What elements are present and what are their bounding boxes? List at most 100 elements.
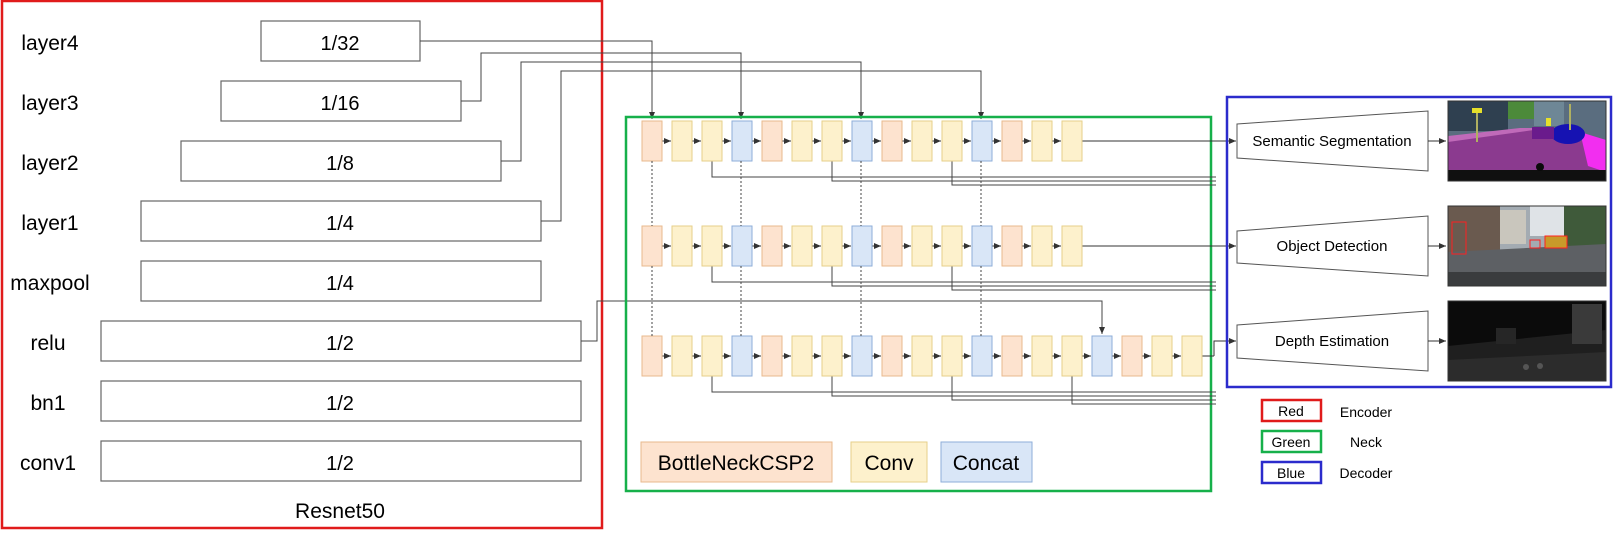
scale-box [140, 200, 542, 242]
head-trapezoid [1236, 215, 1429, 277]
bottleneck-block [1001, 120, 1023, 162]
concat-block [971, 225, 993, 267]
scale-box [100, 440, 582, 482]
scale-label: 1/2 [326, 333, 354, 355]
legend-row-decoder: Blue Decoder [1260, 460, 1393, 485]
conv-block [941, 225, 963, 267]
scale-box [100, 320, 582, 362]
conv-block [1031, 335, 1053, 377]
decoder-frame [1225, 95, 1613, 389]
layer-name: layer1 [21, 212, 78, 235]
scale-label: 1/4 [326, 273, 354, 295]
bottleneck-block [761, 120, 783, 162]
legend-concat-label: Concat [953, 452, 1020, 475]
swatch-meaning: Neck [1350, 434, 1383, 450]
conv-block [1151, 335, 1173, 377]
layer-name: layer3 [21, 92, 78, 115]
layer-name: bn1 [30, 392, 65, 415]
encoder-layer-conv1: conv1 1/2 [20, 440, 582, 482]
concat-block [851, 225, 873, 267]
swatch-meaning: Decoder [1340, 465, 1393, 481]
encoder-title: Resnet50 [295, 500, 385, 523]
scale-label: 1/2 [326, 393, 354, 415]
skip-layer3 [461, 52, 744, 119]
concat-block [851, 120, 873, 162]
conv-block [821, 335, 843, 377]
head-semantic-segmentation: Semantic Segmentation [1236, 110, 1429, 172]
legend-row-encoder: Red Encoder [1260, 398, 1392, 423]
head-label: Depth Estimation [1275, 333, 1389, 350]
conv-block [791, 120, 813, 162]
layer-name: relu [30, 332, 65, 355]
scale-label: 1/4 [326, 213, 354, 235]
concat-block [851, 335, 873, 377]
bottleneck-block [881, 335, 903, 377]
neck-row [641, 335, 1236, 405]
bottleneck-block [881, 120, 903, 162]
concat-block [731, 335, 753, 377]
bottleneck-block [761, 335, 783, 377]
scale-box [100, 380, 582, 422]
legend-conv: Conv [850, 441, 928, 483]
encoder-layer-layer1: layer1 1/4 [21, 200, 542, 242]
skip-layer2 [501, 61, 864, 162]
encoder-layer-bn1: bn1 1/2 [30, 380, 582, 422]
conv-block [791, 225, 813, 267]
encoder-layer-layer3: layer3 1/16 [21, 80, 462, 122]
encoder-frame [0, 0, 604, 530]
bottleneck-block [881, 225, 903, 267]
color-legend: Red Encoder Green Neck Blue Decoder [1260, 398, 1393, 485]
bottleneck-block [1001, 225, 1023, 267]
encoder-layer-maxpool: maxpool 1/4 [10, 260, 542, 302]
conv-block [701, 225, 723, 267]
conv-block [1181, 335, 1203, 377]
conv-block [1031, 225, 1053, 267]
head-label: Semantic Segmentation [1252, 133, 1411, 150]
concat-block [1091, 335, 1113, 377]
conv-block [701, 120, 723, 162]
scale-box [140, 260, 542, 302]
head-output-arrows [1428, 138, 1446, 344]
conv-block [671, 225, 693, 267]
skip-layer4 [420, 40, 655, 119]
bottleneck-block [641, 335, 663, 377]
scale-box [220, 80, 462, 122]
skip-layer1 [541, 70, 984, 222]
legend-concat: Concat [940, 441, 1033, 483]
conv-block [941, 120, 963, 162]
encoder-layer-layer2: layer2 1/8 [21, 140, 502, 182]
scale-label: 1/2 [326, 453, 354, 475]
neck-blocks [641, 120, 1236, 405]
encoder-layer-relu: relu 1/2 [30, 320, 582, 362]
head-object-detection: Object Detection [1236, 215, 1429, 277]
scale-label: 1/32 [321, 33, 360, 55]
skip-relu [581, 300, 1105, 342]
layer-name: conv1 [20, 452, 76, 475]
head-trapezoid [1236, 310, 1429, 372]
concat-block [971, 120, 993, 162]
scale-label: 1/8 [326, 153, 354, 175]
bottleneck-block [1121, 335, 1143, 377]
concat-block [731, 225, 753, 267]
layer-name: maxpool [10, 272, 89, 295]
conv-block [1061, 225, 1083, 267]
concat-block [731, 120, 753, 162]
head-label: Object Detection [1277, 238, 1388, 255]
head-depth-estimation: Depth Estimation [1236, 310, 1429, 372]
conv-block [911, 225, 933, 267]
swatch-label: Blue [1277, 465, 1305, 481]
legend-row-neck: Green Neck [1260, 429, 1383, 454]
conv-block [671, 335, 693, 377]
bottleneck-block [641, 225, 663, 267]
detection-output-image [1447, 205, 1607, 287]
conv-block [821, 225, 843, 267]
bottleneck-block [641, 120, 663, 162]
depth-output-image [1447, 300, 1607, 382]
encoder-skip-connections [420, 40, 1105, 342]
conv-block [821, 120, 843, 162]
conv-block [911, 335, 933, 377]
conv-block [701, 335, 723, 377]
legend-bottleneck: BottleNeckCSP2 [640, 441, 833, 483]
bottleneck-block [761, 225, 783, 267]
scale-label: 1/16 [321, 93, 360, 115]
